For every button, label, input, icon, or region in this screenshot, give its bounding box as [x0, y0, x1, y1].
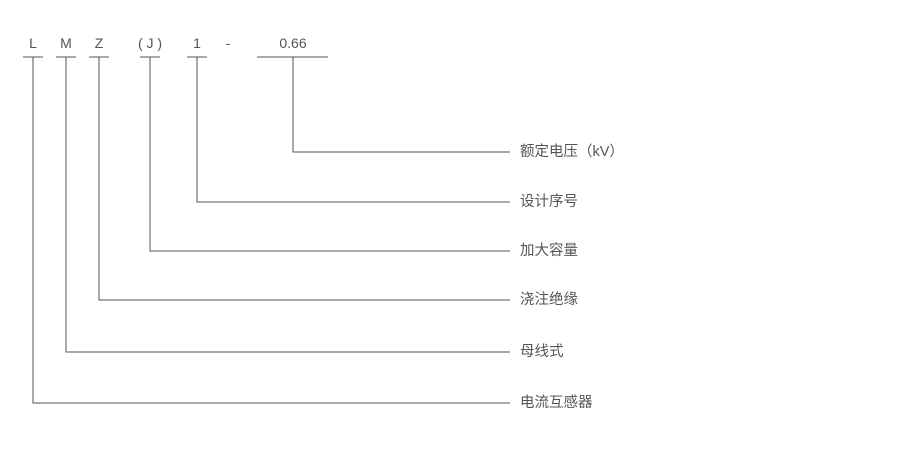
- callout-label-design-serial: 设计序号: [520, 193, 578, 210]
- callout-label-cast-insulation: 浇注绝缘: [520, 291, 578, 308]
- callout-label-current-transformer: 电流互感器: [520, 394, 593, 411]
- code-token-dash: -: [226, 35, 231, 51]
- code-token-j: ( J ): [138, 35, 162, 51]
- callout-label-rated-voltage: 额定电压（kV）: [520, 143, 624, 160]
- code-token-z: Z: [95, 35, 104, 51]
- code-token-row: L M Z ( J ) 1 - 0.66: [29, 35, 307, 51]
- leader-line-rated-voltage: [292, 57, 510, 153]
- leader-line-increased-capacity: [149, 57, 510, 252]
- code-token-voltage-value: 0.66: [279, 35, 306, 51]
- leader-line-current-transformer: [32, 57, 510, 404]
- leader-line-cast-insulation: [98, 57, 510, 301]
- leader-line-busbar-type: [65, 57, 510, 353]
- code-token-m: M: [60, 35, 72, 51]
- callout-label-group: 额定电压（kV） 设计序号 加大容量 浇注绝缘 母线式 电流互感器: [520, 143, 624, 411]
- leader-line-group: [32, 57, 510, 404]
- callout-label-busbar-type: 母线式: [520, 343, 564, 360]
- code-token-one: 1: [193, 35, 201, 51]
- code-token-l: L: [29, 35, 37, 51]
- leader-line-design-serial: [196, 57, 510, 203]
- callout-label-increased-capacity: 加大容量: [520, 242, 578, 259]
